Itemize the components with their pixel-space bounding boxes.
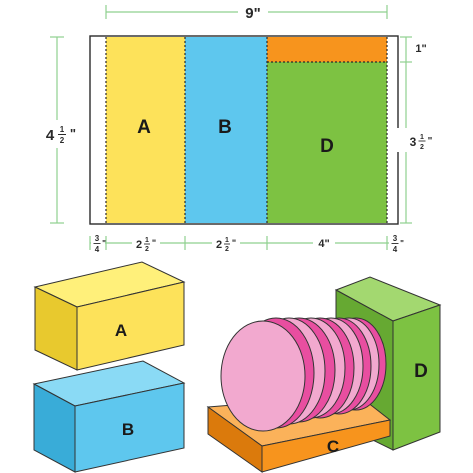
- svg-text:2: 2: [136, 239, 142, 251]
- panel-a: [106, 37, 185, 223]
- dim-right-height: 3 1 2 ": [410, 134, 433, 151]
- svg-text:2: 2: [60, 136, 65, 145]
- flat-pattern: A B D 9" 4 1 2 " 1" 3 1: [40, 4, 433, 255]
- block-b-label: B: [122, 420, 134, 439]
- svg-text:2: 2: [420, 144, 424, 151]
- dim-a-width: 2 1 2 ": [136, 237, 156, 253]
- dim-total-width: 9": [245, 5, 260, 22]
- block-d-label: D: [414, 361, 428, 382]
- svg-text:1: 1: [145, 237, 149, 244]
- svg-text:1: 1: [60, 125, 65, 134]
- svg-text:": ": [428, 136, 433, 147]
- panel-d-label: D: [320, 136, 334, 157]
- svg-text:2: 2: [216, 239, 222, 251]
- block-c-label: C: [327, 437, 339, 456]
- dim-b-width: 2 1 2 ": [216, 237, 236, 253]
- dim-d-width: 4": [318, 238, 329, 250]
- svg-text:1: 1: [225, 237, 229, 244]
- svg-text:4: 4: [393, 245, 398, 254]
- dim-height: 4 1 2 ": [46, 125, 76, 145]
- block-b: B: [32, 360, 186, 473]
- svg-text:3: 3: [410, 135, 417, 149]
- svg-text:1: 1: [420, 134, 424, 141]
- panel-b: [185, 37, 267, 223]
- svg-text:4: 4: [46, 127, 55, 144]
- svg-text:4: 4: [95, 245, 100, 254]
- dim-top-strip: 1": [415, 43, 426, 55]
- svg-text:3: 3: [95, 234, 100, 243]
- panel-orange-strip: [267, 37, 387, 62]
- panel-b-label: B: [218, 117, 232, 138]
- disc-stack: [220, 317, 387, 432]
- svg-text:": ": [232, 238, 236, 248]
- block-a: A: [33, 261, 186, 371]
- block-a-label: A: [115, 321, 127, 340]
- svg-text:3: 3: [393, 234, 398, 243]
- svg-text:": ": [102, 239, 106, 248]
- svg-text:2: 2: [225, 246, 229, 253]
- panel-a-label: A: [137, 117, 151, 138]
- front-disc: [220, 320, 306, 432]
- dim-margin-right: 3 4 ": [391, 234, 404, 254]
- svg-text:": ": [400, 239, 404, 248]
- dim-margin-left: 3 4 ": [93, 234, 106, 254]
- svg-text:": ": [152, 238, 156, 248]
- svg-text:": ": [70, 126, 76, 141]
- svg-text:2: 2: [145, 246, 149, 253]
- panel-d: [267, 62, 387, 223]
